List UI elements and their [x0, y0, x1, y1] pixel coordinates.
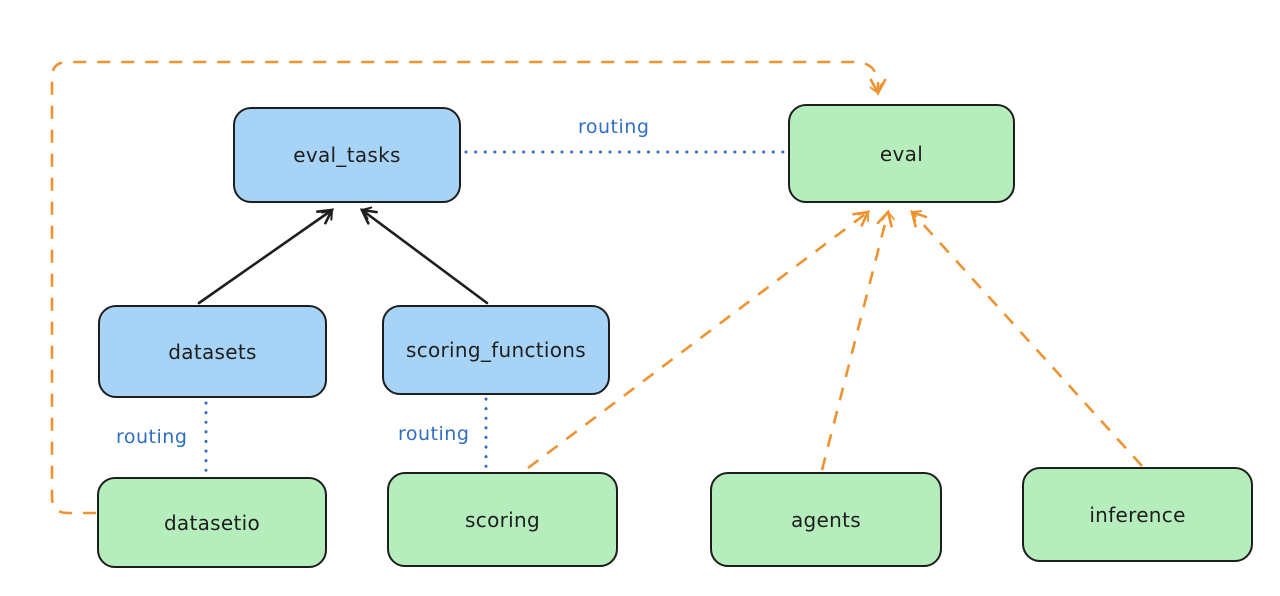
edge-scoring-functions-eval-tasks — [359, 206, 489, 305]
node-datasetio: datasetio — [97, 477, 327, 568]
node-inference: inference — [1022, 467, 1253, 562]
node-scoring: scoring — [387, 472, 618, 567]
node-eval: eval — [788, 104, 1015, 203]
node-eval-label: eval — [879, 141, 924, 166]
node-scoring-functions-label: scoring_functions — [405, 338, 587, 362]
node-datasetio-label: datasetio — [163, 510, 261, 535]
edge-datasets-eval-tasks — [197, 208, 335, 305]
node-inference-label: inference — [1089, 502, 1186, 527]
node-datasets-label: datasets — [168, 339, 257, 364]
node-scoring-functions: scoring_functions — [382, 305, 610, 395]
edge-inference-eval — [910, 209, 1143, 467]
node-eval-tasks-label: eval_tasks — [293, 143, 401, 167]
edge-datasetio-eval — [50, 60, 887, 515]
edge-label-routing-eval-tasks-eval: routing — [578, 116, 650, 138]
node-datasets: datasets — [98, 305, 327, 398]
node-eval-tasks: eval_tasks — [233, 107, 461, 203]
edge-label-routing-scoring-functions-scoring: routing — [398, 423, 470, 445]
edge-agents-eval — [820, 209, 895, 471]
node-scoring-label: scoring — [465, 507, 540, 532]
node-agents: agents — [710, 472, 942, 567]
edge-label-routing-datasets-datasetio: routing — [116, 426, 188, 448]
node-agents-label: agents — [791, 507, 861, 532]
